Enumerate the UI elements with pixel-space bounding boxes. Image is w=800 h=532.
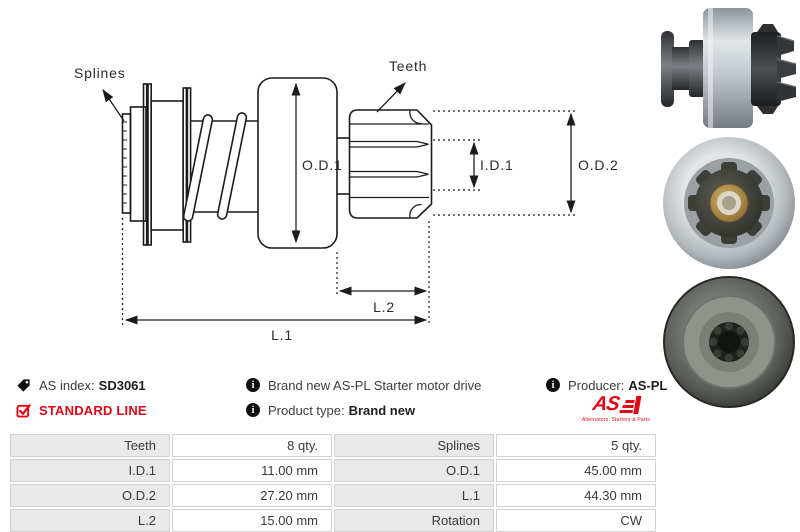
aspl-logo-bar <box>632 396 641 414</box>
tag-icon <box>17 378 30 392</box>
label-l2: L.2 <box>373 299 395 315</box>
producer-value: AS-PL <box>628 377 668 393</box>
spec-value: 5 qty. <box>496 434 656 457</box>
spec-value: 8 qty. <box>172 434 332 457</box>
info-column-right: i Producer: AS-PL <box>546 377 667 402</box>
as-index-row: AS index: SD3061 <box>16 377 147 393</box>
product-description: Brand new AS-PL Starter motor drive <box>268 377 482 393</box>
producer-row: i Producer: AS-PL <box>546 377 667 393</box>
spec-value: 27.20 mm <box>172 484 332 507</box>
description-row: i Brand new AS-PL Starter motor drive <box>246 377 481 393</box>
info-icon: i <box>546 378 560 392</box>
aspl-logo-tagline: Alternators, Starters & Parts <box>581 417 651 423</box>
product-photos <box>661 8 797 408</box>
checkbox-checked-icon <box>16 403 31 418</box>
label-od2: O.D.2 <box>578 157 619 173</box>
spec-value: 15.00 mm <box>172 509 332 532</box>
spec-table: Teeth 8 qty. Splines 5 qty. I.D.1 11.00 … <box>10 434 656 532</box>
aspl-logo: AS Alternators, Starters & Parts <box>580 393 652 423</box>
spec-label: O.D.1 <box>334 459 494 482</box>
producer-label: Producer: <box>568 377 625 393</box>
label-od1: O.D.1 <box>302 157 343 173</box>
info-column-left: AS index: SD3061 STANDARD LINE <box>16 377 147 427</box>
as-index-label: AS index: <box>39 377 95 393</box>
info-icon: i <box>246 403 260 417</box>
standard-line-label: STANDARD LINE <box>39 402 147 418</box>
drawing-spring-coil <box>182 114 214 222</box>
drawing-pinion-gear <box>348 109 433 219</box>
drawing-barrel <box>150 100 184 231</box>
product-type-label: Product type: <box>268 402 345 418</box>
spec-label: L.1 <box>334 484 494 507</box>
aspl-logo-text: AS <box>590 393 621 415</box>
aspl-logo-mark: AS <box>590 393 641 415</box>
spec-label: Rotation <box>334 509 494 532</box>
as-index-value: SD3061 <box>98 377 146 393</box>
aspl-logo-stripes <box>618 400 635 414</box>
label-id1: I.D.1 <box>480 157 514 173</box>
label-splines: Splines <box>74 65 126 81</box>
spec-label: O.D.2 <box>10 484 170 507</box>
product-photo-rear-view <box>663 276 795 408</box>
spec-label: I.D.1 <box>10 459 170 482</box>
product-photo-front-view <box>663 137 795 269</box>
technical-drawing: Splines Teeth O.D.1 I.D.1 O.D.2 L.2 L.1 <box>74 58 619 343</box>
label-teeth: Teeth <box>389 58 427 74</box>
drawing-spring-coil <box>216 112 248 220</box>
callout-arrow-teeth <box>376 82 406 113</box>
product-photo-side-view <box>661 8 797 128</box>
label-l1: L.1 <box>271 327 293 343</box>
standard-line-row: STANDARD LINE <box>16 402 147 418</box>
spec-label: Splines <box>334 434 494 457</box>
info-column-middle: i Brand new AS-PL Starter motor drive i … <box>246 377 481 427</box>
product-type-value: Brand new <box>348 402 416 418</box>
spec-value: 44.30 mm <box>496 484 656 507</box>
spec-label: L.2 <box>10 509 170 532</box>
drawing-spline-sleeve <box>121 113 132 214</box>
info-icon: i <box>246 378 260 392</box>
spec-value: 45.00 mm <box>496 459 656 482</box>
product-type-row: i Product type: Brand new <box>246 402 481 418</box>
spec-label: Teeth <box>10 434 170 457</box>
spec-value: CW <box>496 509 656 532</box>
callout-arrow-splines <box>102 88 125 122</box>
spec-value: 11.00 mm <box>172 459 332 482</box>
